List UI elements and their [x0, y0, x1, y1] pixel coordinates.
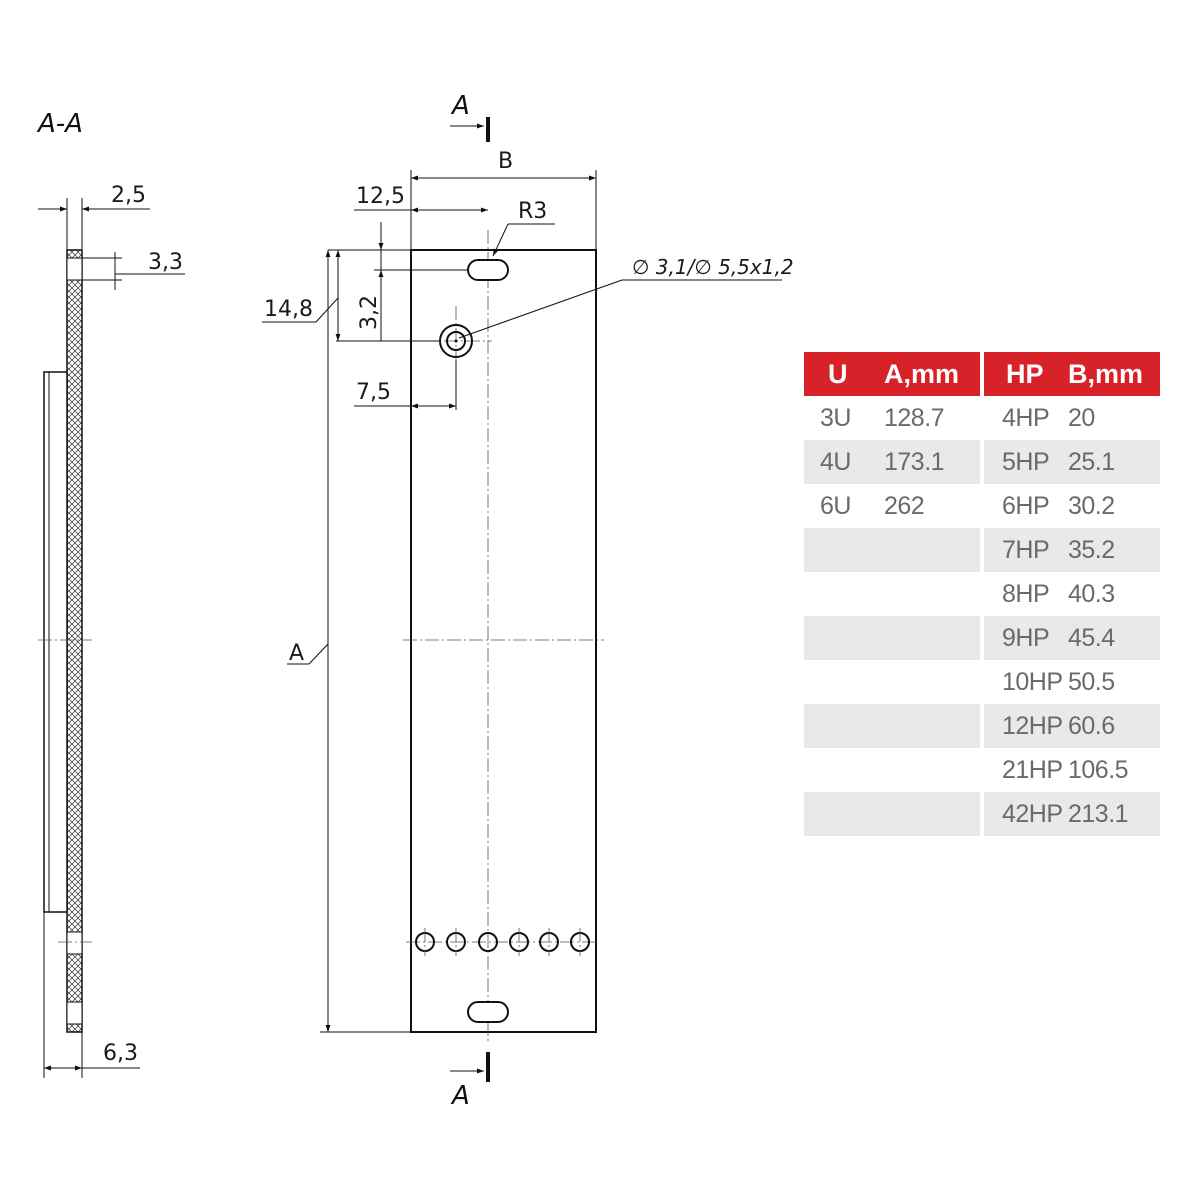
dim-height: A — [289, 641, 304, 666]
section-mark-label-top: A — [450, 91, 470, 121]
size-table: U A,mm HP B,mm 3U 128.7 4HP 20 4U 173.1 … — [804, 352, 1160, 836]
section-view: A-A 2,5 3,3 6,3 — [36, 109, 185, 1078]
section-marker-top: A — [450, 91, 490, 142]
table-row: 3U 128.7 4HP 20 — [804, 396, 1160, 440]
dim-slot-offset-x: 12,5 — [356, 184, 405, 209]
table-row: 9HP 45.4 — [804, 616, 1160, 660]
header-u: U — [804, 352, 884, 396]
header-b-mm: B,mm — [1068, 352, 1160, 396]
connector-hole-row — [415, 928, 590, 956]
dim-slot-height: 3,3 — [148, 250, 183, 275]
slot-section-top — [66, 257, 83, 281]
table-row: 6U 262 6HP 30.2 — [804, 484, 1160, 528]
dim-hole-offset-x: 7,5 — [356, 380, 391, 405]
mounting-slot-top — [467, 259, 509, 281]
panel-section-body — [66, 249, 83, 1033]
dim-total-depth: 6,3 — [103, 1041, 138, 1066]
dim-hole-offset-y: 3,2 — [357, 295, 382, 330]
table-row: 10HP 50.5 — [804, 660, 1160, 704]
table-row: 4U 173.1 5HP 25.1 — [804, 440, 1160, 484]
slot-section-bottom — [66, 1001, 83, 1025]
table-row: 12HP 60.6 — [804, 704, 1160, 748]
table-row: 7HP 35.2 — [804, 528, 1160, 572]
connector-hole — [478, 932, 498, 952]
section-title: A-A — [36, 109, 83, 139]
table-row: 42HP 213.1 — [804, 792, 1160, 836]
mounting-slot-bottom — [467, 1001, 509, 1023]
table-row: 8HP 40.3 — [804, 572, 1160, 616]
dim-hole-offset-y-total: 14,8 — [264, 297, 313, 322]
hole-spec-label: ∅ 3,1/∅ 5,5x1,2 — [632, 255, 794, 279]
section-marker-bottom: A — [450, 1052, 490, 1111]
table-row: 21HP 106.5 — [804, 748, 1160, 792]
front-view: A A B 12,5 R3 ∅ 3,1/∅ 5,5x1,2 — [262, 91, 794, 1111]
connector-hole-section — [66, 931, 83, 955]
table-header-row: U A,mm HP B,mm — [804, 352, 1160, 396]
section-mark-label-bottom: A — [450, 1081, 470, 1111]
dim-width: B — [498, 149, 513, 174]
label-strip-section — [43, 371, 68, 913]
header-a-mm: A,mm — [884, 352, 980, 396]
header-hp: HP — [984, 352, 1068, 396]
dim-slot-radius: R3 — [518, 199, 547, 224]
dim-top-thickness: 2,5 — [111, 183, 146, 208]
front-panel-outline — [410, 249, 597, 1033]
